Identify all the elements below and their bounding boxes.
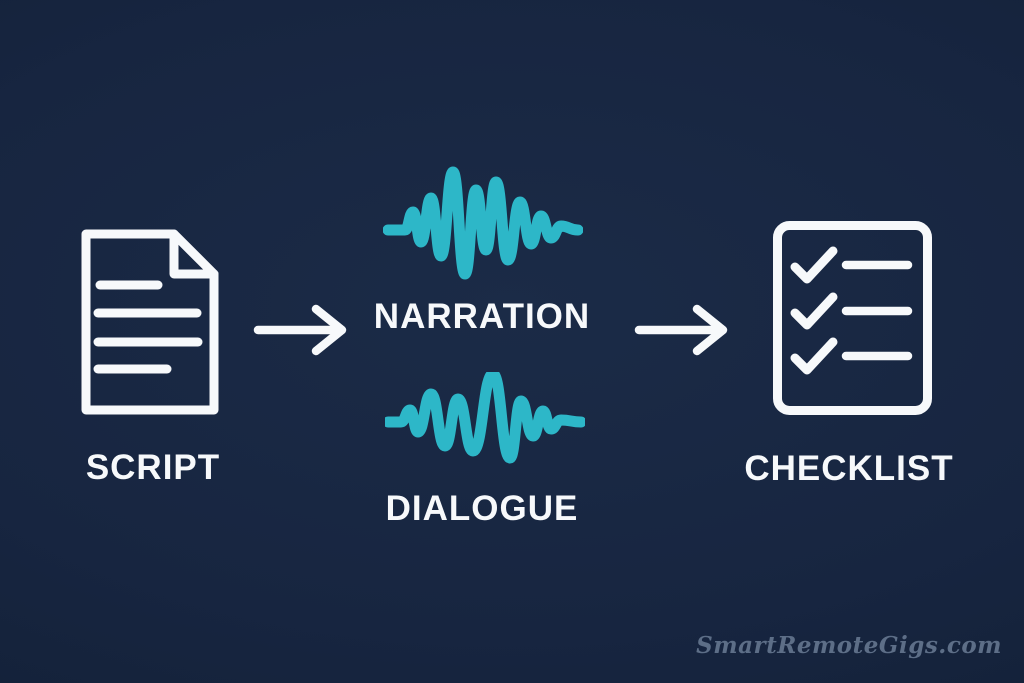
arrow-right-icon bbox=[634, 304, 728, 356]
dialogue-label: DIALOGUE bbox=[385, 489, 579, 528]
audio-waveform-icon bbox=[383, 166, 583, 280]
checklist-icon bbox=[773, 221, 932, 415]
script-label: SCRIPT bbox=[85, 448, 221, 487]
narration-label: NARRATION bbox=[373, 297, 591, 336]
watermark: SmartRemoteGigs.com bbox=[696, 632, 1002, 659]
document-icon bbox=[81, 229, 219, 415]
arrow-right-icon bbox=[253, 304, 347, 356]
audio-waveform-icon bbox=[385, 372, 585, 464]
checklist-label: CHECKLIST bbox=[744, 449, 954, 488]
